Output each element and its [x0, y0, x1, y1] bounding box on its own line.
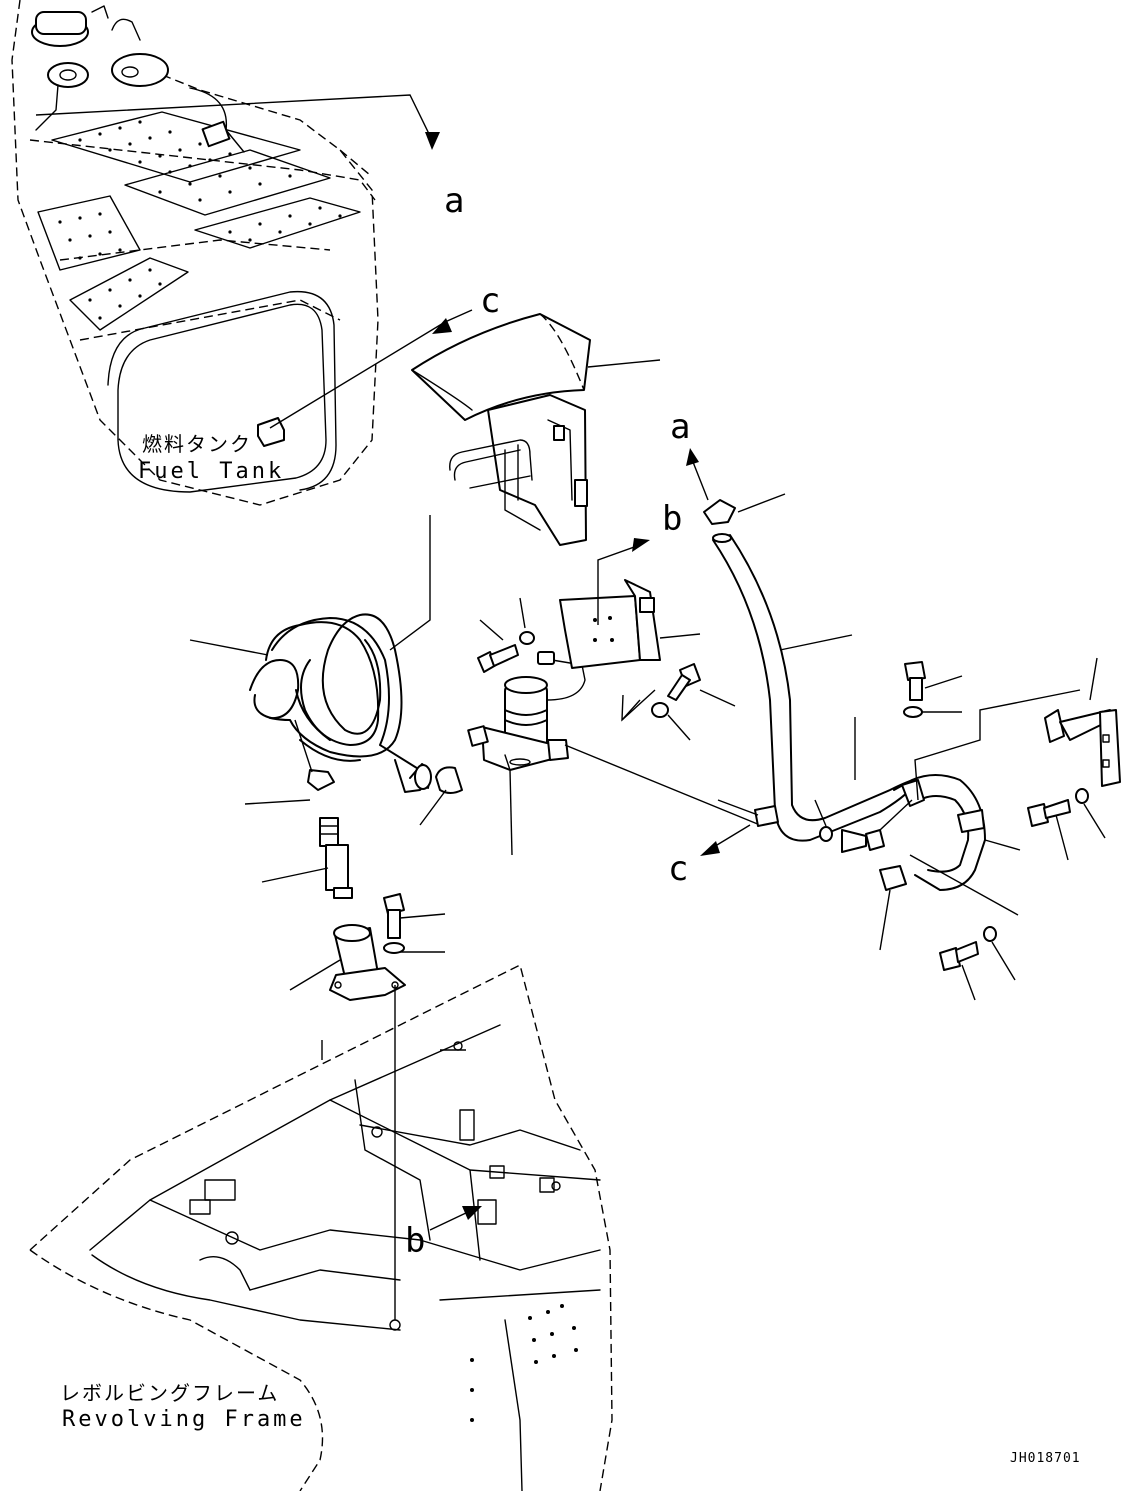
- svg-text:c: c: [480, 281, 500, 321]
- callout-a-top: a: [35, 94, 464, 221]
- callout-b-frame: b: [405, 1206, 482, 1261]
- fuel-cover-bracket: [411, 313, 661, 546]
- fuel-tank-label-en: Fuel Tank: [138, 459, 284, 484]
- pump-bracket: b: [559, 499, 701, 722]
- fuel-pump: [467, 651, 761, 856]
- callout-c-top: c: [269, 281, 500, 429]
- callout-c-right: c: [668, 824, 751, 889]
- svg-text:a: a: [444, 181, 464, 221]
- fuel-tank-label-jp: 燃料タンク: [142, 432, 252, 456]
- svg-text:b: b: [405, 1221, 425, 1261]
- return-hose: [703, 493, 1081, 951]
- revolving-frame-label-jp: レボルビングフレーム: [60, 1381, 279, 1405]
- svg-text:c: c: [668, 849, 688, 889]
- revolving-frame-label-en: Revolving Frame: [62, 1407, 306, 1432]
- pump-fasteners: [477, 597, 736, 741]
- svg-text:a: a: [670, 407, 690, 447]
- callout-a-right: a: [670, 407, 709, 501]
- drawing-code: JH018701: [1010, 1451, 1081, 1466]
- clamp-and-adapter: [244, 719, 463, 1320]
- suction-hose-coil: [189, 515, 432, 793]
- svg-text:b: b: [662, 499, 682, 539]
- fuel-tank: 燃料タンク Fuel Tank: [11, 0, 379, 506]
- right-fasteners: [814, 657, 1121, 1001]
- revolving-frame: レボルビングフレーム Revolving Frame: [29, 963, 613, 1492]
